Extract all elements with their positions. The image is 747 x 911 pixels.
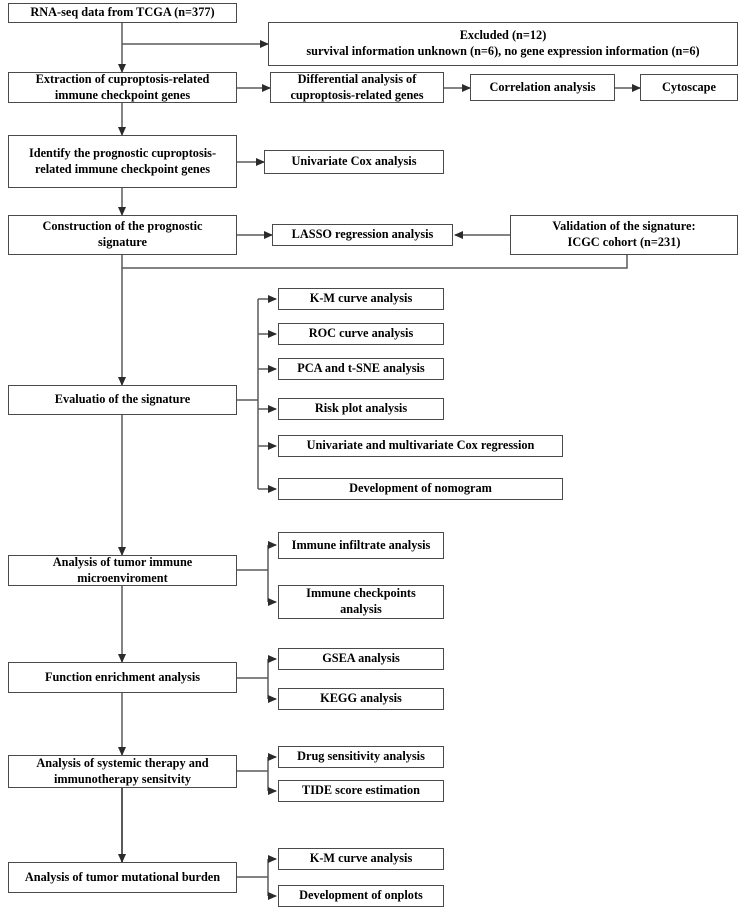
node-kegg-analysis[interactable]: KEGG analysis: [278, 688, 444, 710]
node-tme-line2: microenviroment: [77, 570, 168, 585]
node-tumor-immune-microenvironment[interactable]: Analysis of tumor immune microenviroment: [8, 555, 237, 586]
node-correlation-analysis[interactable]: Correlation analysis: [470, 74, 615, 101]
node-tide-label: TIDE score estimation: [302, 783, 420, 798]
node-roc-label: ROC curve analysis: [308, 326, 414, 341]
node-drug-sensitivity-analysis[interactable]: Drug sensitivity analysis: [278, 746, 444, 768]
node-immune-checkpoints-analysis[interactable]: Immune checkpoints analysis: [278, 585, 444, 619]
node-extraction-line1: Extraction of cuproptosis-related: [35, 71, 210, 86]
node-validation-icgc[interactable]: Validation of the signature: ICGC cohort…: [510, 215, 738, 255]
node-differential-line1: Differential analysis of: [297, 71, 417, 86]
node-development-nomogram[interactable]: Development of nomogram: [278, 478, 563, 500]
node-excluded[interactable]: Excluded (n=12) survival information unk…: [268, 22, 738, 66]
node-infiltrate-label: Immune infiltrate analysis: [291, 537, 431, 552]
node-riskplot-label: Risk plot analysis: [314, 401, 408, 416]
node-drug-label: Drug sensitivity analysis: [297, 749, 425, 764]
node-systemic-line1: Analysis of systemic therapy and: [36, 755, 209, 770]
node-univariate-cox-analysis[interactable]: Univariate Cox analysis: [264, 150, 444, 174]
node-gsea-label: GSEA analysis: [322, 651, 400, 666]
node-gsea-analysis[interactable]: GSEA analysis: [278, 648, 444, 670]
node-function-enrichment-analysis[interactable]: Function enrichment analysis: [8, 662, 237, 693]
node-development-onplots[interactable]: Development of onplots: [278, 885, 444, 907]
node-rnaseq[interactable]: RNA-seq data from TCGA (n=377): [8, 3, 237, 23]
node-construction-signature[interactable]: Construction of the prognostic signature: [8, 215, 237, 255]
node-evaluation-signature[interactable]: Evaluatio of the signature: [8, 385, 237, 415]
node-tmb-label: Analysis of tumor mutational burden: [24, 869, 221, 884]
node-km1-label: K-M curve analysis: [309, 291, 413, 306]
node-kegg-label: KEGG analysis: [320, 691, 402, 706]
node-rnaseq-label: RNA-seq data from TCGA (n=377): [30, 5, 215, 20]
node-checkpoints-line2: analysis: [340, 602, 382, 616]
node-excluded-line1: Excluded (n=12): [459, 28, 547, 43]
node-validation-line2: ICGC cohort (n=231): [567, 235, 681, 249]
node-extraction[interactable]: Extraction of cuproptosis-related immune…: [8, 72, 237, 103]
node-nomogram-label: Development of nomogram: [349, 481, 492, 496]
node-km-curve-analysis-1[interactable]: K-M curve analysis: [278, 288, 444, 310]
node-pca-label: PCA and t-SNE analysis: [297, 361, 425, 376]
node-immune-infiltrate-analysis[interactable]: Immune infiltrate analysis: [278, 532, 444, 559]
node-function-label: Function enrichment analysis: [44, 669, 201, 684]
node-cytoscape[interactable]: Cytoscape: [640, 74, 738, 101]
node-tumor-mutational-burden[interactable]: Analysis of tumor mutational burden: [8, 862, 237, 893]
node-correlation-label: Correlation analysis: [489, 79, 596, 94]
node-univariate-multivariate-cox[interactable]: Univariate and multivariate Cox regressi…: [278, 435, 563, 457]
node-km2-label: K-M curve analysis: [309, 851, 413, 866]
node-identify-line1: Identify the prognostic cuproptosis-: [28, 145, 217, 160]
node-identify-prognostic-genes[interactable]: Identify the prognostic cuproptosis- rel…: [8, 135, 237, 188]
node-extraction-line2: immune checkpoint genes: [54, 87, 191, 102]
node-evaluation-label: Evaluatio of the signature: [54, 392, 191, 407]
node-excluded-line2: survival information unknown (n=6), no g…: [306, 44, 700, 58]
node-km-curve-analysis-2[interactable]: K-M curve analysis: [278, 848, 444, 870]
node-identify-line2: related immune checkpoint genes: [35, 161, 210, 176]
node-lasso-label: LASSO regression analysis: [291, 227, 434, 242]
node-unimulti-label: Univariate and multivariate Cox regressi…: [306, 438, 535, 453]
node-checkpoints-line1: Immune checkpoints: [306, 586, 416, 601]
node-tide-score-estimation[interactable]: TIDE score estimation: [278, 780, 444, 802]
node-construction-line1: Construction of the prognostic: [42, 219, 203, 234]
node-differential-line2: cuproptosis-related genes: [290, 87, 424, 102]
node-validation-line1: Validation of the signature:: [552, 219, 696, 234]
node-systemic-therapy-sensitivity[interactable]: Analysis of systemic therapy and immunot…: [8, 755, 237, 788]
node-differential-analysis[interactable]: Differential analysis of cuproptosis-rel…: [270, 72, 444, 103]
node-univariate-label: Univariate Cox analysis: [291, 154, 417, 169]
node-roc-curve-analysis[interactable]: ROC curve analysis: [278, 323, 444, 345]
node-construction-line2: signature: [98, 235, 147, 249]
node-risk-plot-analysis[interactable]: Risk plot analysis: [278, 398, 444, 420]
node-onplots-label: Development of onplots: [299, 888, 423, 903]
node-lasso-regression[interactable]: LASSO regression analysis: [272, 224, 453, 246]
node-systemic-line2: immunotherapy sensitvity: [54, 771, 191, 786]
node-pca-tsne-analysis[interactable]: PCA and t-SNE analysis: [278, 358, 444, 380]
node-cytoscape-label: Cytoscape: [662, 79, 716, 94]
node-tme-line1: Analysis of tumor immune: [52, 554, 193, 569]
